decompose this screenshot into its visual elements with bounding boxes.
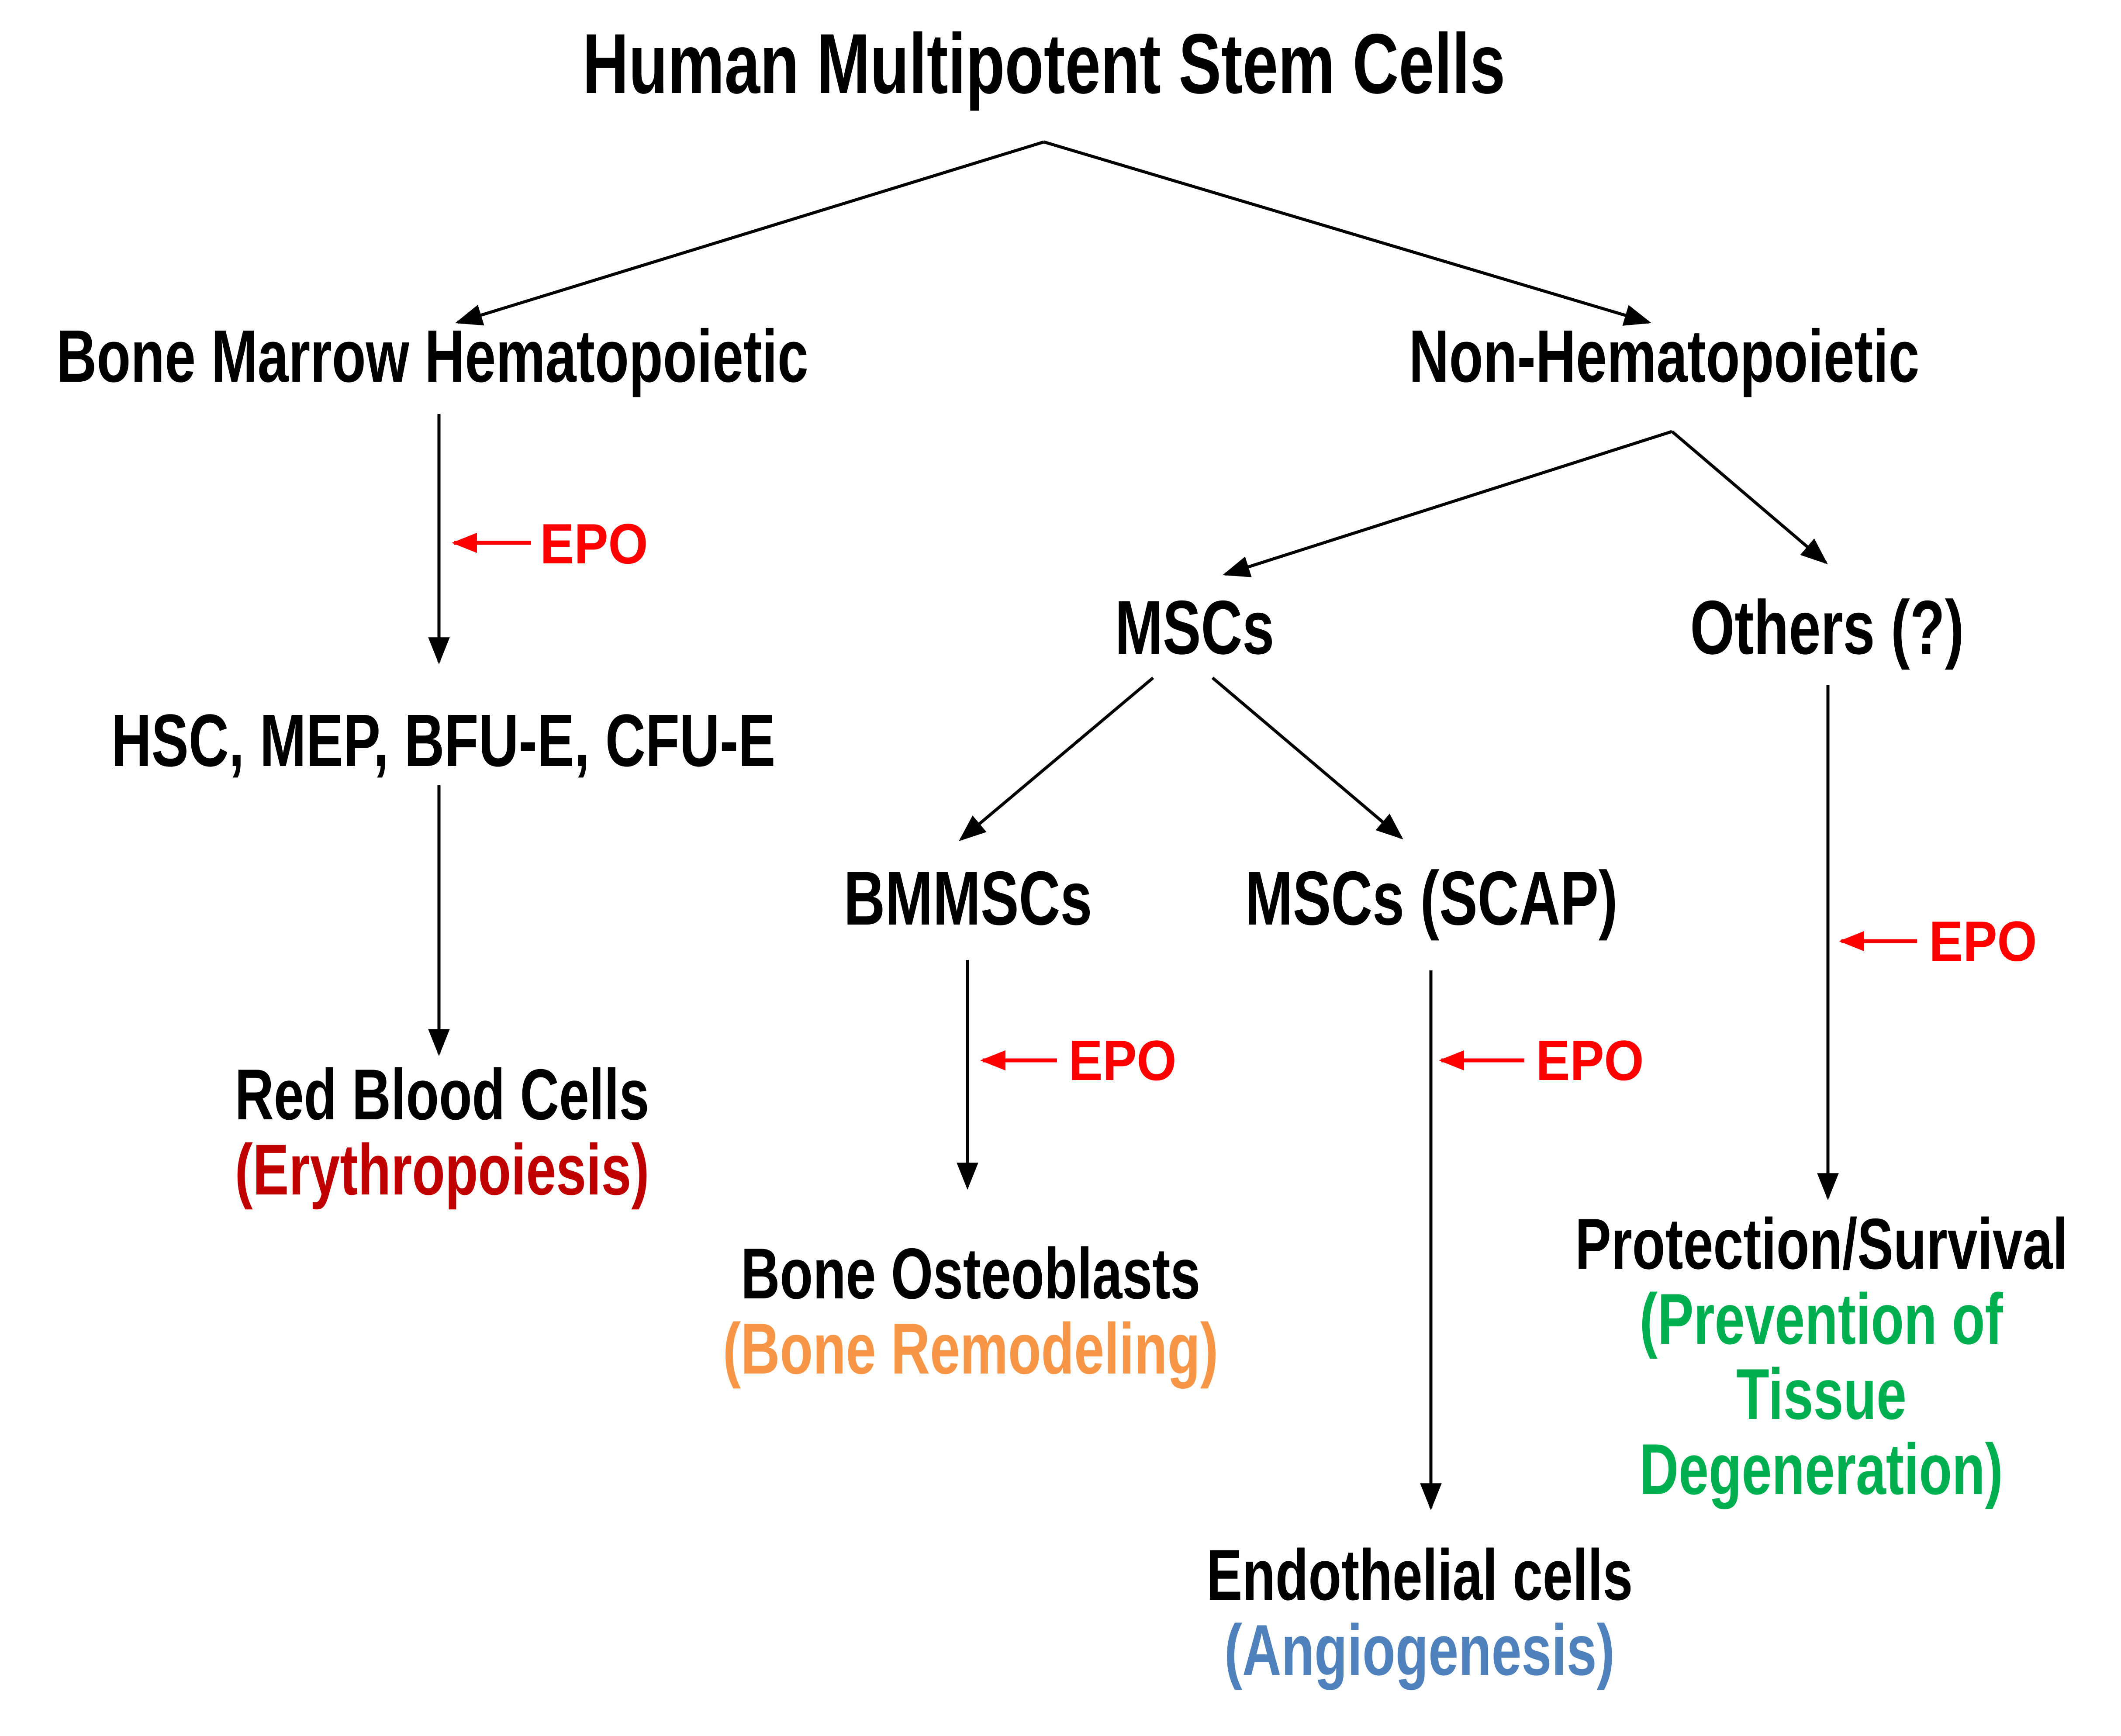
node-bone-marrow-hematopoietic: Bone Marrow Hematopoietic xyxy=(0,319,934,394)
node-endothelial-cells: Endothelial cells (Angiogenesis) xyxy=(1135,1537,1704,1688)
node-hsc-mep-bfue-cfue: HSC, MEP, BFU-E, CFU-E xyxy=(0,703,886,778)
diagram-title-text: Human Multipotent Stem Cells xyxy=(582,16,1506,111)
arrow-root-to-non-hematopoietic xyxy=(1043,140,1651,326)
arrow-non-hematopoietic-to-others xyxy=(1671,430,1828,565)
protection-survival-sub2: Tissue xyxy=(1493,1356,2121,1432)
bone-osteoblasts-subtitle-text: (Bone Remodeling) xyxy=(722,1308,1219,1389)
endothelial-cells-subtitle-text: (Angiogenesis) xyxy=(1224,1610,1615,1690)
node-others: Others (?) xyxy=(1644,590,2010,666)
epo-label-bmmscs: EPO xyxy=(1063,1025,1183,1095)
node-mscs-text: MSCs xyxy=(1115,585,1275,670)
protection-survival-title-text: Protection/Survival xyxy=(1575,1204,2068,1284)
epo-label-mscs-scap-text: EPO xyxy=(1536,1028,1644,1092)
node-red-blood-cells: Red Blood Cells (Erythropoiesis) xyxy=(166,1057,718,1207)
protection-survival-sub3: Degeneration) xyxy=(1493,1432,2121,1507)
endothelial-cells-title-text: Endothelial cells xyxy=(1206,1535,1633,1615)
protection-survival-sub3-text: Degeneration) xyxy=(1639,1429,2003,1509)
epo-label-others-text: EPO xyxy=(1929,909,2037,973)
node-non-hematopoietic-text: Non-Hematopoietic xyxy=(1409,315,1920,398)
node-others-text: Others (?) xyxy=(1690,585,1964,670)
node-bmmscs-text: BMMSCs xyxy=(843,856,1092,941)
bone-osteoblasts-subtitle: (Bone Remodeling) xyxy=(640,1311,1301,1386)
protection-survival-sub2-text: Tissue xyxy=(1736,1354,1907,1434)
arrow-mscs-to-mscs-scap xyxy=(1211,676,1403,840)
red-blood-cells-subtitle-text: (Erythropoiesis) xyxy=(235,1129,649,1210)
endothelial-cells-title: Endothelial cells xyxy=(1135,1537,1704,1612)
endothelial-cells-subtitle: (Angiogenesis) xyxy=(1135,1612,1704,1688)
node-bmmscs: BMMSCs xyxy=(802,856,1133,941)
node-mscs-scap: MSCs (SCAP) xyxy=(1183,856,1680,941)
node-protection-survival: Protection/Survival (Prevention of Tissu… xyxy=(1493,1206,2121,1507)
node-mscs-scap-text: MSCs (SCAP) xyxy=(1245,856,1618,941)
epo-label-mscs-scap: EPO xyxy=(1530,1025,1650,1095)
node-bone-osteoblasts: Bone Osteoblasts (Bone Remodeling) xyxy=(640,1236,1301,1386)
node-bone-marrow-hematopoietic-text: Bone Marrow Hematopoietic xyxy=(56,315,808,398)
red-blood-cells-title: Red Blood Cells xyxy=(166,1057,718,1132)
protection-survival-title: Protection/Survival xyxy=(1493,1206,2121,1281)
protection-survival-sub1-text: (Prevention of xyxy=(1640,1279,2003,1359)
arrow-root-to-bone-marrow xyxy=(455,140,1045,326)
protection-survival-sub1: (Prevention of xyxy=(1493,1281,2121,1356)
epo-label-bone-marrow: EPO xyxy=(534,509,654,579)
red-blood-cells-title-text: Red Blood Cells xyxy=(235,1054,649,1135)
node-mscs: MSCs xyxy=(1088,590,1301,666)
node-hsc-mep-bfue-cfue-text: HSC, MEP, BFU-E, CFU-E xyxy=(111,699,776,782)
node-non-hematopoietic: Non-Hematopoietic xyxy=(1324,319,2004,394)
arrow-mscs-to-bmmscs xyxy=(959,676,1154,841)
bone-osteoblasts-title: Bone Osteoblasts xyxy=(640,1236,1301,1311)
bone-osteoblasts-title-text: Bone Osteoblasts xyxy=(740,1233,1201,1314)
red-blood-cells-subtitle: (Erythropoiesis) xyxy=(166,1132,718,1207)
diagram-title: Human Multipotent Stem Cells xyxy=(429,16,1659,111)
epo-label-others: EPO xyxy=(1923,906,2043,976)
epo-label-bone-marrow-text: EPO xyxy=(540,512,648,576)
arrow-non-hematopoietic-to-mscs xyxy=(1223,430,1673,577)
epo-label-bmmscs-text: EPO xyxy=(1068,1028,1177,1092)
